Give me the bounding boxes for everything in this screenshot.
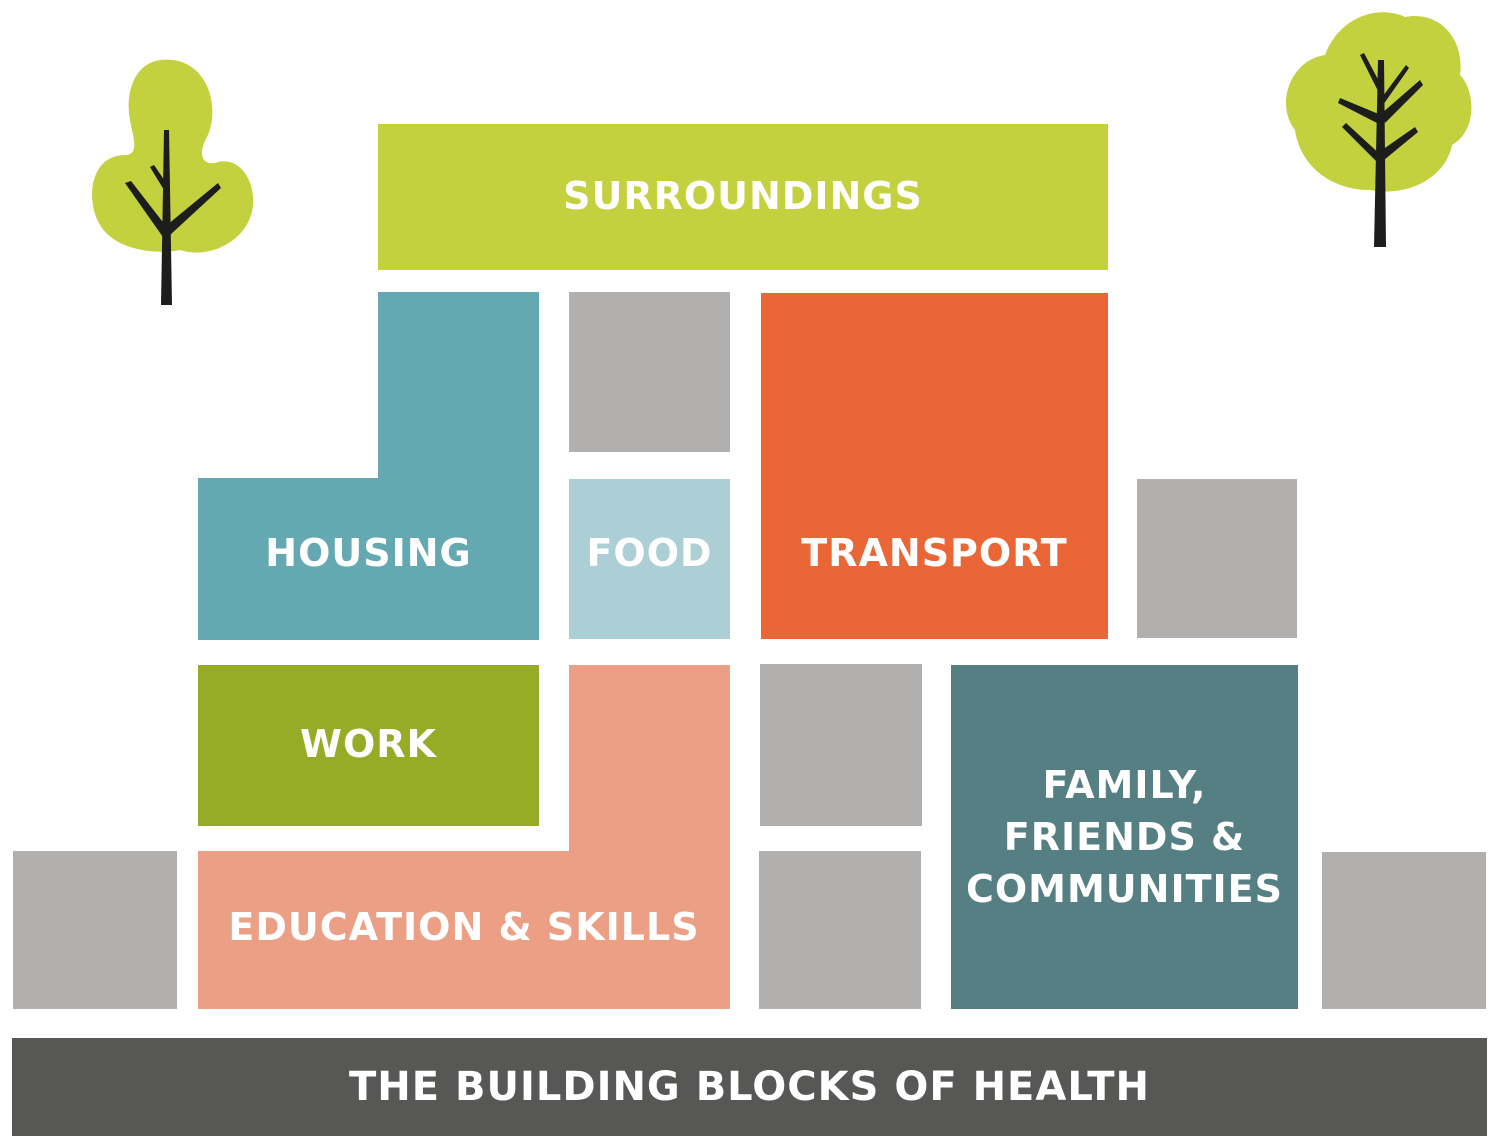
gray-block: [759, 851, 921, 1009]
work-block: WORK: [198, 665, 539, 826]
footer-banner: THE BUILDING BLOCKS OF HEALTH: [12, 1038, 1487, 1136]
work-label: WORK: [300, 722, 437, 766]
surroundings-label: SURROUNDINGS: [563, 174, 923, 218]
gray-block: [760, 664, 922, 826]
family-label-line: FRIENDS &: [1003, 815, 1246, 859]
gray-block: [1137, 479, 1297, 638]
education-block: [198, 665, 730, 1009]
family-label: FAMILY, FRIENDS & COMMUNITIES: [951, 759, 1298, 915]
gray-block: [13, 851, 177, 1009]
housing-label: HOUSING: [265, 531, 472, 575]
gray-block: [569, 292, 730, 452]
transport-block: TRANSPORT: [761, 293, 1108, 639]
gray-block: [1322, 852, 1486, 1009]
surroundings-block: SURROUNDINGS: [378, 124, 1108, 270]
footer-title: THE BUILDING BLOCKS OF HEALTH: [349, 1064, 1150, 1110]
food-label: FOOD: [586, 531, 713, 575]
family-label-line: FAMILY,: [1042, 763, 1207, 807]
housing-block: [198, 292, 539, 640]
family-block: FAMILY, FRIENDS & COMMUNITIES: [951, 665, 1298, 1009]
education-label: EDUCATION & SKILLS: [228, 905, 700, 949]
left-tree-icon: [92, 59, 254, 305]
family-label-line: COMMUNITIES: [965, 867, 1283, 911]
right-tree-icon: [1286, 12, 1472, 247]
transport-label: TRANSPORT: [801, 531, 1068, 575]
food-block: FOOD: [569, 479, 730, 639]
